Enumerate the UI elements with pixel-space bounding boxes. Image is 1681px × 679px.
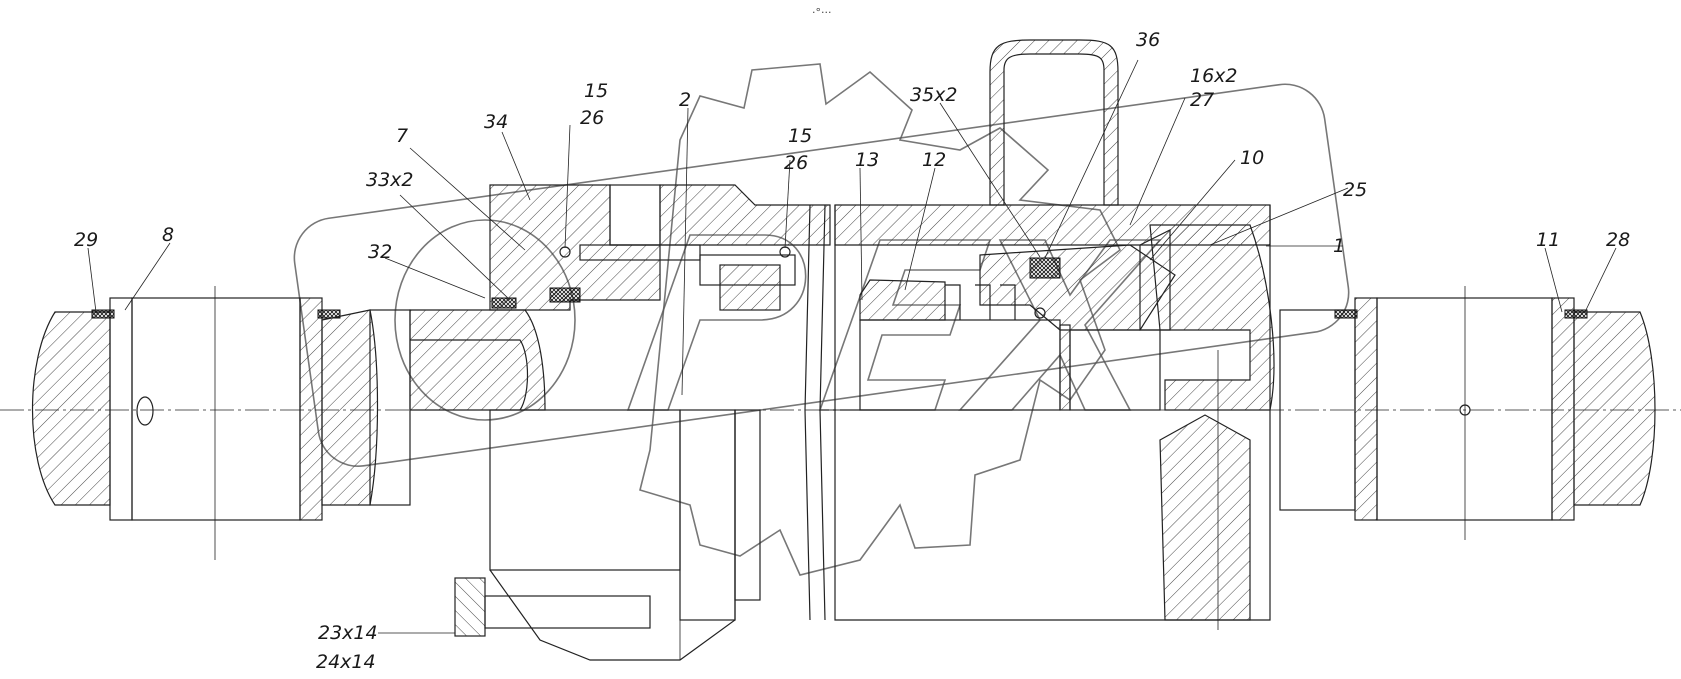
right-cap	[1139, 224, 1275, 630]
callout-13: 13	[855, 149, 879, 171]
callout-27: 27	[1190, 89, 1214, 111]
callout-29: 29	[74, 229, 98, 251]
handle	[989, 39, 1119, 206]
callout-24x14: 24x14	[316, 651, 376, 673]
callout-7: 7	[396, 125, 408, 147]
callout-36: 36	[1136, 29, 1160, 51]
callout-1: 1	[1333, 235, 1345, 257]
callout-23x14: 23x14	[318, 622, 378, 644]
right-flange	[1279, 286, 1656, 540]
callout-34: 34	[484, 111, 508, 133]
watermark-gear	[639, 63, 1122, 576]
callout-11: 11	[1536, 229, 1560, 251]
callout-2: 2	[679, 89, 691, 111]
callout-labels: 29 8 32 33x2 7 34 15 26 2 15 26 13 12 35…	[74, 29, 1630, 673]
callout-15a: 15	[584, 80, 608, 102]
callout-8: 8	[162, 224, 174, 246]
o-ring-35	[1034, 307, 1046, 319]
callout-15b: 15	[788, 125, 812, 147]
callout-35x2: 35x2	[910, 84, 958, 106]
cylinder-head	[489, 184, 831, 311]
callout-28: 28	[1606, 229, 1630, 251]
watermark-letter-e	[818, 239, 992, 411]
header-mark: ·°···	[812, 6, 832, 19]
callout-26a: 26	[580, 107, 604, 129]
watermark-letter-o	[394, 219, 576, 421]
callout-10: 10	[1240, 147, 1264, 169]
left-flange	[31, 286, 341, 560]
leader-lines	[87, 59, 1617, 634]
main-cylinder	[804, 39, 1271, 621]
callout-26b: 26	[784, 152, 808, 174]
callout-16x2: 16x2	[1190, 65, 1238, 87]
callout-25: 25	[1343, 179, 1367, 201]
left-flange-hole	[136, 396, 154, 426]
shaft-left	[321, 309, 546, 506]
callout-12: 12	[922, 149, 946, 171]
piston-pack	[859, 244, 1176, 411]
callout-32: 32	[368, 241, 392, 263]
callout-33x2: 33x2	[366, 169, 414, 191]
piston-body	[454, 409, 761, 661]
